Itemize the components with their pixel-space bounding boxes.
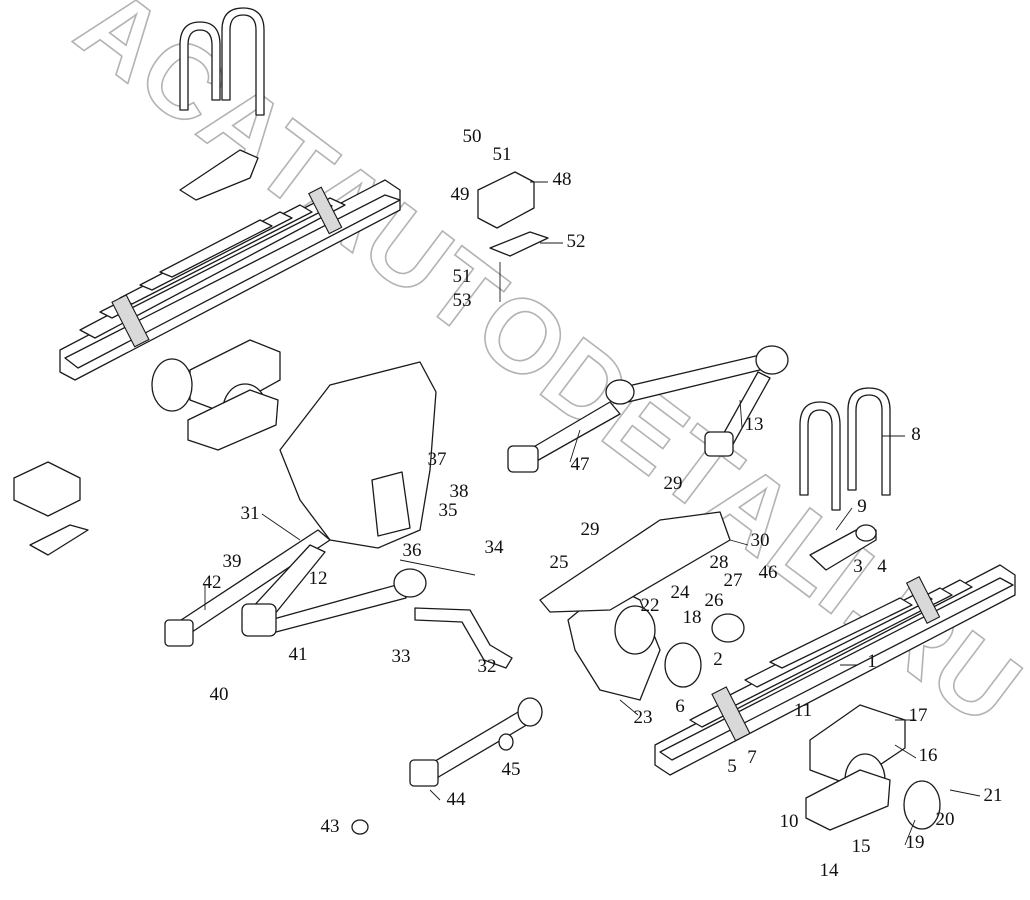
lower-u-bolts [799, 387, 891, 511]
callout-1: 1 [867, 651, 877, 672]
callout-16: 16 [919, 745, 938, 766]
callout-30: 30 [751, 530, 770, 551]
callout-53: 53 [453, 290, 472, 311]
callout-18: 18 [683, 607, 702, 628]
a-arm-12 [241, 544, 427, 637]
callout-27: 27 [724, 570, 743, 591]
upper-leaf-spring [59, 179, 401, 381]
callout-7: 7 [747, 747, 757, 768]
bracket-plate [371, 471, 411, 537]
lower-leaf-spring [654, 564, 1016, 776]
callout-40: 40 [210, 684, 229, 705]
callout-31: 31 [241, 503, 260, 524]
callout-29: 29 [581, 519, 600, 540]
callout-50: 50 [463, 126, 482, 147]
callout-38: 38 [450, 481, 469, 502]
callout-2: 2 [713, 649, 723, 670]
frame-bracket [279, 361, 437, 549]
upper-spring-seat [179, 149, 259, 201]
leader-lines [204, 181, 981, 846]
callout-20: 20 [936, 809, 955, 830]
stabilizer-link-32 [414, 607, 513, 669]
callout-28: 28 [710, 552, 729, 573]
trunnion-23 [567, 584, 702, 701]
callout-34: 34 [485, 537, 505, 558]
callout-3: 3 [853, 556, 863, 577]
lower-rod-42 [164, 529, 331, 647]
upper-u-bolts [179, 7, 265, 116]
upper-axle-bracket [151, 339, 281, 451]
callout-21: 21 [984, 785, 1003, 806]
callout-46: 46 [759, 562, 778, 583]
seal-19 [903, 780, 941, 830]
callout-26: 26 [705, 590, 724, 611]
callout-9: 9 [857, 496, 867, 517]
callout-23: 23 [634, 707, 653, 728]
callout-19: 19 [906, 832, 925, 853]
callout-5: 5 [727, 756, 737, 777]
callout-17: 17 [909, 705, 928, 726]
callout-37: 37 [428, 449, 447, 470]
plate-52 [489, 231, 549, 257]
callout-14: 14 [820, 860, 840, 881]
lower-rod-44 [351, 697, 543, 835]
callout-39: 39 [223, 551, 242, 572]
callout-47: 47 [571, 454, 590, 475]
bushing-46 [711, 613, 745, 643]
callout-48: 48 [553, 169, 572, 190]
callout-11: 11 [794, 700, 812, 721]
side-bracket-upper [13, 461, 81, 517]
callout-8: 8 [911, 424, 921, 445]
callout-49: 49 [451, 184, 470, 205]
callout-52: 52 [567, 231, 586, 252]
upper-a-arm [507, 345, 789, 473]
callout-51: 51 [493, 144, 512, 165]
callout-44: 44 [447, 789, 467, 810]
callout-15: 15 [852, 836, 871, 857]
callout-45: 45 [502, 759, 521, 780]
callout-41: 41 [289, 644, 308, 665]
bracket-48 [477, 171, 535, 229]
callout-10: 10 [780, 811, 799, 832]
callout-4: 4 [877, 556, 887, 577]
callout-22: 22 [641, 595, 660, 616]
callout-42: 42 [203, 572, 222, 593]
side-bracket-lower [29, 524, 89, 556]
axle-bracket-15 [805, 704, 906, 831]
callout-33: 33 [392, 646, 411, 667]
callout-12: 12 [309, 568, 328, 589]
callout-6: 6 [675, 696, 685, 717]
callout-43: 43 [321, 816, 340, 837]
callout-25: 25 [550, 552, 569, 573]
callout-36: 36 [403, 540, 422, 561]
callout-51: 51 [453, 266, 472, 287]
callout-24: 24 [671, 582, 691, 603]
callout-32: 32 [478, 656, 497, 677]
callout-13: 13 [745, 414, 764, 435]
callout-35: 35 [439, 500, 458, 521]
spring-seat-9 [809, 524, 877, 571]
callout-29: 29 [664, 473, 683, 494]
